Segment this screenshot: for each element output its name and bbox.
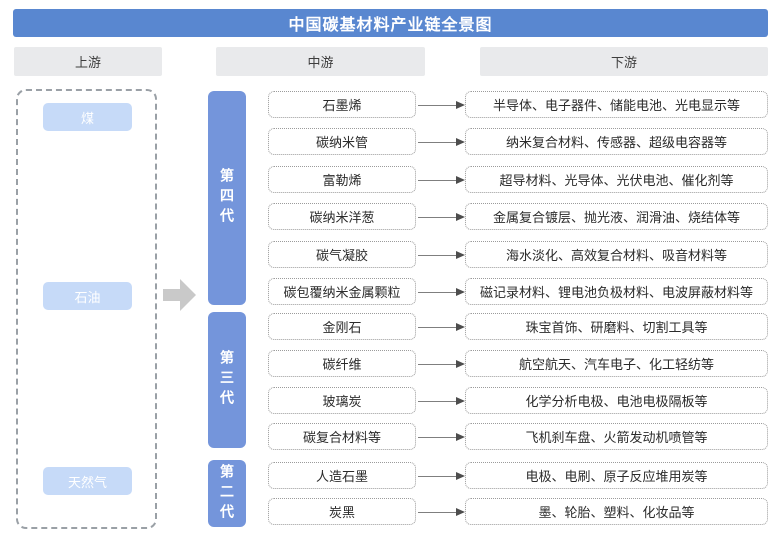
application-box: 磁记录材料、锂电池负极材料、电波屏蔽材料等: [465, 278, 768, 305]
material-box: 玻璃炭: [268, 387, 416, 414]
material-box: 富勒烯: [268, 166, 416, 193]
chain-row: 碳纳米洋葱 金属复合镀层、抛光液、润滑油、烧结体等: [268, 203, 768, 230]
chain-row: 碳包覆纳米金属颗粒 磁记录材料、锂电池负极材料、电波屏蔽材料等: [268, 278, 768, 305]
right-arrow-icon: [416, 203, 465, 230]
material-box: 碳纳米管: [268, 128, 416, 155]
chain-row: 碳纤维 航空航天、汽车电子、化工轻纺等: [268, 350, 768, 377]
diagram-title: 中国碳基材料产业链全景图: [13, 9, 768, 37]
material-box: 人造石墨: [268, 462, 416, 489]
application-box: 超导材料、光导体、光伏电池、催化剂等: [465, 166, 768, 193]
right-arrow-icon: [416, 387, 465, 414]
chain-row: 富勒烯 超导材料、光导体、光伏电池、催化剂等: [268, 166, 768, 193]
application-box: 金属复合镀层、抛光液、润滑油、烧结体等: [465, 203, 768, 230]
column-header-midstream: 中游: [216, 47, 425, 76]
column-header-downstream: 下游: [480, 47, 768, 76]
right-arrow-icon: [416, 462, 465, 489]
chain-row: 碳纳米管 纳米复合材料、传感器、超级电容器等: [268, 128, 768, 155]
generation-bar-2nd: 第二代: [208, 460, 246, 527]
right-arrow-icon: [416, 166, 465, 193]
column-header-upstream: 上游: [14, 47, 162, 76]
material-box: 碳包覆纳米金属颗粒: [268, 278, 416, 305]
right-arrow-icon: [416, 498, 465, 525]
right-arrow-icon: [416, 241, 465, 268]
right-arrow-icon: [416, 423, 465, 450]
material-box: 金刚石: [268, 313, 416, 340]
material-box: 碳纳米洋葱: [268, 203, 416, 230]
material-box: 炭黑: [268, 498, 416, 525]
chain-row: 石墨烯 半导体、电子器件、储能电池、光电显示等: [268, 91, 768, 118]
material-box: 石墨烯: [268, 91, 416, 118]
right-arrow-icon: [416, 91, 465, 118]
application-box: 航空航天、汽车电子、化工轻纺等: [465, 350, 768, 377]
chain-row: 碳气凝胶 海水淡化、高效复合材料、吸音材料等: [268, 241, 768, 268]
application-box: 墨、轮胎、塑料、化妆品等: [465, 498, 768, 525]
chain-row: 人造石墨 电极、电刷、原子反应堆用炭等: [268, 462, 768, 489]
upstream-item-coal: 煤: [43, 103, 132, 131]
application-box: 珠宝首饰、研磨料、切割工具等: [465, 313, 768, 340]
material-box: 碳纤维: [268, 350, 416, 377]
application-box: 电极、电刷、原子反应堆用炭等: [465, 462, 768, 489]
chain-row: 金刚石 珠宝首饰、研磨料、切割工具等: [268, 313, 768, 340]
chain-row: 碳复合材料等 飞机刹车盘、火箭发动机喷管等: [268, 423, 768, 450]
application-box: 纳米复合材料、传感器、超级电容器等: [465, 128, 768, 155]
chain-row: 炭黑 墨、轮胎、塑料、化妆品等: [268, 498, 768, 525]
right-arrow-icon: [416, 350, 465, 377]
generation-bar-3rd: 第三代: [208, 312, 246, 448]
upstream-group-box: 煤 石油 天然气: [16, 89, 157, 529]
upstream-item-oil: 石油: [43, 282, 132, 310]
generation-bar-4th: 第四代: [208, 91, 246, 305]
application-box: 半导体、电子器件、储能电池、光电显示等: [465, 91, 768, 118]
material-box: 碳复合材料等: [268, 423, 416, 450]
right-arrow-icon: [416, 313, 465, 340]
right-arrow-icon: [416, 128, 465, 155]
flow-arrow-icon: [163, 279, 196, 311]
right-arrow-icon: [416, 278, 465, 305]
application-box: 海水淡化、高效复合材料、吸音材料等: [465, 241, 768, 268]
application-box: 化学分析电极、电池电极隔板等: [465, 387, 768, 414]
application-box: 飞机刹车盘、火箭发动机喷管等: [465, 423, 768, 450]
material-box: 碳气凝胶: [268, 241, 416, 268]
chain-row: 玻璃炭 化学分析电极、电池电极隔板等: [268, 387, 768, 414]
upstream-item-gas: 天然气: [43, 467, 132, 495]
